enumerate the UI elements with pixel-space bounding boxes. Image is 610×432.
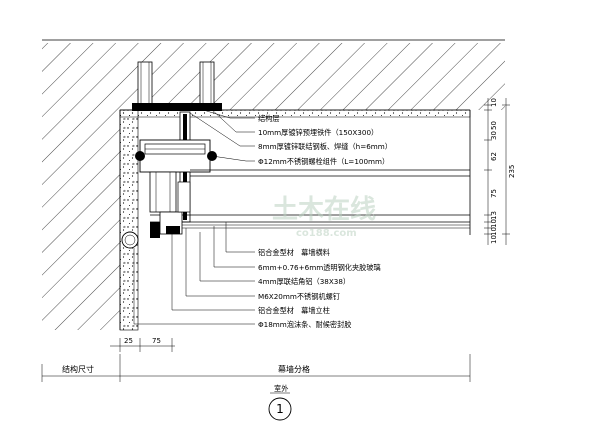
label-sealant: Φ18mm泡沫条、耐候密封胶 bbox=[258, 320, 352, 329]
right-dimension-chain: 10 50 30 62 235 75 13 10 10 10 bbox=[484, 98, 516, 245]
dim-right-10d: 10 bbox=[490, 235, 498, 244]
dim-right-13: 13 bbox=[490, 211, 498, 220]
detail-number: 1 bbox=[276, 402, 284, 416]
label-glass: 6mm+0.76+6mm透明钢化夹胶玻璃 bbox=[258, 263, 381, 272]
dim-right-75: 75 bbox=[490, 189, 498, 198]
dim-right-62: 62 bbox=[490, 152, 498, 161]
watermark-url: co188.com bbox=[296, 228, 357, 239]
dim-right-235: 235 bbox=[508, 165, 516, 178]
label-beam: 铝合金型材 幕墙横料 bbox=[258, 248, 330, 257]
transom-beam bbox=[150, 169, 470, 238]
label-angle: 4mm厚联结角铝（38X38） bbox=[258, 277, 350, 286]
bottom-dimension: 25 75 bbox=[110, 337, 175, 352]
structure-slab bbox=[42, 39, 505, 331]
label-steel-plate: 8mm厚镀锌联结钢板、焊缝（h=6mm） bbox=[258, 142, 392, 151]
dim-right-50: 50 bbox=[490, 121, 498, 130]
label-structure-layer: 结构层 bbox=[258, 114, 280, 123]
watermark: 土木在线 co188.com bbox=[272, 195, 376, 239]
label-embedded-plate: 10mm厚镀锌预埋铁件（150X300） bbox=[258, 128, 378, 137]
connector-bracket bbox=[135, 111, 217, 223]
label-mullion: 铝合金型材 幕墙立柱 bbox=[258, 306, 330, 315]
bottom-grid-dimension: 结构尺寸 幕墙分格 bbox=[41, 354, 471, 382]
label-outdoor: 室外 bbox=[274, 384, 288, 393]
label-structure-size: 结构尺寸 bbox=[62, 364, 94, 374]
detail-marker: 室外 1 bbox=[268, 384, 292, 421]
leader-lines bbox=[133, 105, 255, 325]
label-curtain-grid: 幕墙分格 bbox=[278, 364, 310, 374]
dim-right-10c: 10 bbox=[490, 227, 498, 236]
callout-labels: 结构层 10mm厚镀锌预埋铁件（150X300） 8mm厚镀锌联结钢板、焊缝（h… bbox=[258, 114, 392, 329]
label-screw: M6X20mm不锈钢机螺钉 bbox=[258, 292, 340, 301]
dim-bottom-75: 75 bbox=[152, 337, 161, 345]
foam-rod-sealant bbox=[121, 231, 139, 249]
dim-bottom-25: 25 bbox=[124, 337, 133, 345]
embedded-anchor-bolts bbox=[132, 61, 222, 111]
dim-right-30: 30 bbox=[490, 131, 498, 140]
watermark-main: 土木在线 bbox=[272, 195, 376, 225]
dim-right-10b: 10 bbox=[490, 219, 498, 228]
label-bolt: Φ12mm不锈钢螺栓组件（L=100mm） bbox=[258, 157, 389, 166]
dim-right-10a: 10 bbox=[490, 98, 498, 107]
